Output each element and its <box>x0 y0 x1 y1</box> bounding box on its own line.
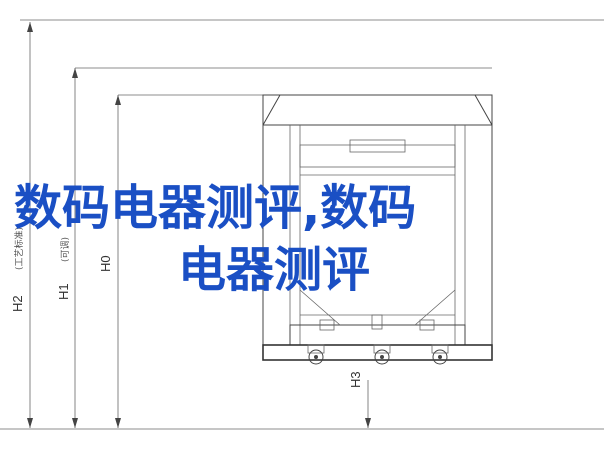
dimension-note-h2: (工艺标准) <box>13 227 25 270</box>
dimension-label-h1: H1 <box>56 283 71 300</box>
dimension-note-h1: (可调) <box>60 237 71 262</box>
dimension-label-h0: H0 <box>98 255 113 272</box>
machine-body <box>262 94 493 361</box>
frame <box>0 19 604 430</box>
caster-right <box>431 344 449 365</box>
overlay-text-line-2: 电器测评 <box>178 242 370 298</box>
dimension-label-h3: H3 <box>348 371 363 388</box>
dimension-label-h2: H2 <box>10 295 25 312</box>
caster-center <box>373 344 391 365</box>
overlay-text-line-1: 数码电器测评,数码 <box>14 180 416 236</box>
caster-left <box>307 344 325 365</box>
dimension-h1 <box>72 67 492 428</box>
dimension-h3 <box>365 380 371 428</box>
dimension-h2 <box>27 22 33 428</box>
